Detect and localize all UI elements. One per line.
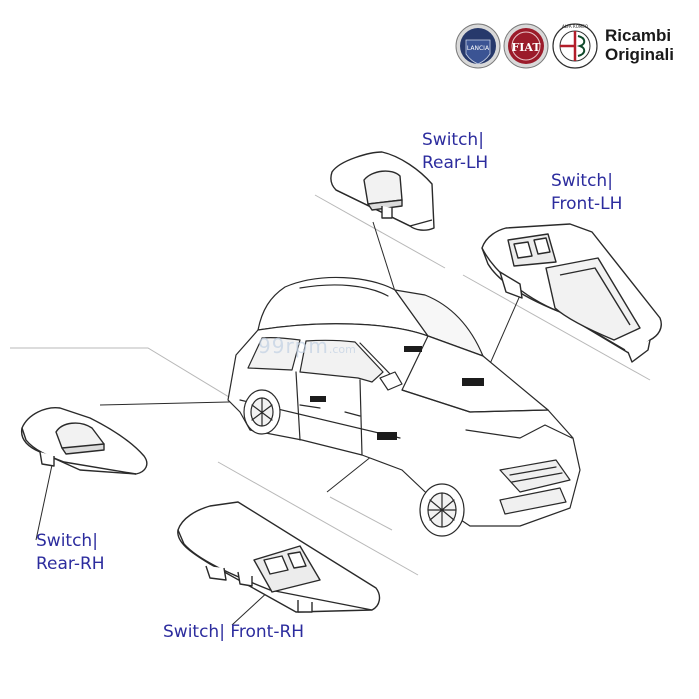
car-mirror <box>379 371 403 391</box>
mount-front-rh <box>377 432 397 440</box>
mount-rear-lh <box>404 346 422 352</box>
brand-line-1: Ricambi <box>605 26 672 45</box>
label-rear-lh-line-1: Switch| <box>422 130 484 150</box>
part-switch-rear-lh <box>330 151 435 231</box>
brand-logos: LANCIA FIAT ALFA ROMEO <box>455 23 598 69</box>
svg-text:LANCIA: LANCIA <box>467 45 490 52</box>
car-illustration <box>227 276 581 537</box>
label-switch-front-lh: Switch| Front-LH <box>551 170 622 216</box>
perspective-guide-lines <box>10 194 651 576</box>
label-switch-front-rh: Switch| Front-RH <box>163 621 304 644</box>
part-switch-front-lh <box>481 223 662 363</box>
car-headlamp <box>465 424 573 439</box>
watermark-suffix: .com <box>328 343 356 356</box>
label-rear-rh-line-2: Rear-RH <box>36 554 105 574</box>
watermark-main: 99rpm <box>258 334 329 358</box>
label-switch-rear-lh: Switch| Rear-LH <box>422 129 488 175</box>
label-switch-rear-rh: Switch| Rear-RH <box>36 530 105 576</box>
site-watermark: 99rpm.com <box>258 334 356 358</box>
label-rear-rh-line-1: Switch| <box>36 531 98 551</box>
label-front-lh-line-1: Switch| <box>551 171 613 191</box>
svg-text:FIAT: FIAT <box>511 41 541 54</box>
lancia-logo-icon: LANCIA <box>455 23 501 69</box>
leader-rear-rh-label <box>35 464 53 541</box>
label-front-lh-line-2: Front-LH <box>551 194 623 214</box>
fiat-logo-icon: FIAT <box>503 23 549 69</box>
mount-rear-rh <box>310 396 326 402</box>
brand-wordmark: Ricambi Originali <box>605 26 674 64</box>
alfa-romeo-logo-icon: ALFA ROMEO <box>552 23 598 69</box>
brand-line-2: Originali <box>605 45 674 64</box>
leader-front-rh-label <box>231 589 271 626</box>
label-rear-lh-line-2: Rear-LH <box>422 153 489 173</box>
mount-front-lh <box>462 378 484 386</box>
car-front-wheel <box>419 483 465 537</box>
car-front-side-window <box>299 339 384 383</box>
part-switch-front-rh <box>177 501 381 613</box>
label-front-rh-line-1: Switch| Front-RH <box>163 622 305 642</box>
car-rear-side-window <box>247 337 301 371</box>
part-switch-rear-rh <box>20 407 148 475</box>
svg-text:ALFA ROMEO: ALFA ROMEO <box>562 24 588 29</box>
car-rear-wheel <box>243 389 281 435</box>
